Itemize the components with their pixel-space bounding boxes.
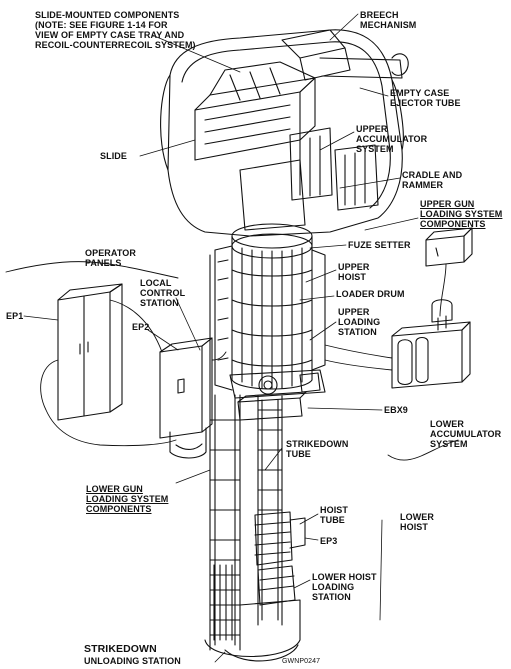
label-fuze-setter: FUZE SETTER — [348, 240, 411, 250]
label-slide-mounted-components: SLIDE-MOUNTED COMPONENTS (NOTE: SEE FIGU… — [35, 10, 196, 50]
label-upper-loading-station: UPPER LOADING STATION — [338, 307, 381, 337]
lower-hoist-tube — [254, 395, 306, 626]
label-empty-case-ejector-tube: EMPTY CASE EJECTOR TUBE — [390, 88, 461, 108]
label-strikedown-unloading-station-line2: UNLOADING STATION — [84, 656, 181, 666]
label-lower-hoist-loading-station: LOWER HOIST LOADING STATION — [312, 572, 377, 602]
label-upper-hoist: UPPER HOIST — [338, 262, 370, 282]
label-upper-gun-loading-system-components: UPPER GUN LOADING SYSTEM COMPONENTS — [420, 199, 503, 229]
label-breech-mechanism: BREECH MECHANISM — [360, 10, 417, 30]
label-lower-hoist: LOWER HOIST — [400, 512, 434, 532]
label-upper-accumulator-system: UPPER ACCUMULATOR SYSTEM — [356, 124, 428, 154]
label-loader-drum: LOADER DRUM — [336, 289, 405, 299]
lower-accumulator-system — [391, 299, 471, 389]
cables-and-piping — [5, 261, 459, 461]
label-hoist-tube: HOIST TUBE — [320, 505, 349, 525]
upper-hoist-column — [214, 223, 326, 391]
label-lower-accumulator-system: LOWER ACCUMULATOR SYSTEM — [430, 419, 502, 449]
label-ep3: EP3 — [320, 536, 338, 546]
gun-house-shield — [160, 29, 404, 237]
label-strikedown-tube: STRIKEDOWN TUBE — [286, 439, 349, 459]
leader-lines — [23, 13, 419, 663]
ep2-local-control-station — [159, 337, 213, 459]
upper-accumulator — [239, 127, 379, 231]
ebx9-box — [237, 391, 307, 421]
label-operator-panels: OPERATOR PANELS — [85, 248, 136, 268]
label-ep1: EP1 — [6, 311, 24, 321]
ep1-cabinet — [57, 283, 123, 421]
strikedown-tube — [204, 254, 301, 662]
label-cradle-and-rammer: CRADLE AND RAMMER — [402, 170, 463, 190]
slide-assembly — [194, 61, 316, 161]
figure-id: GWNP0247 — [282, 658, 321, 665]
label-slide: SLIDE — [100, 151, 128, 161]
upper-gun-loading-tank — [425, 227, 473, 267]
label-strikedown-unloading-station-line1: STRIKEDOWN — [84, 643, 157, 655]
breech-mechanism — [281, 29, 409, 81]
label-local-control-station: LOCAL CONTROL STATION — [140, 278, 186, 308]
label-ep2: EP2 — [132, 322, 150, 332]
label-lower-gun-loading-system-components: LOWER GUN LOADING SYSTEM COMPONENTS — [86, 484, 169, 514]
label-ebx9: EBX9 — [384, 405, 408, 415]
